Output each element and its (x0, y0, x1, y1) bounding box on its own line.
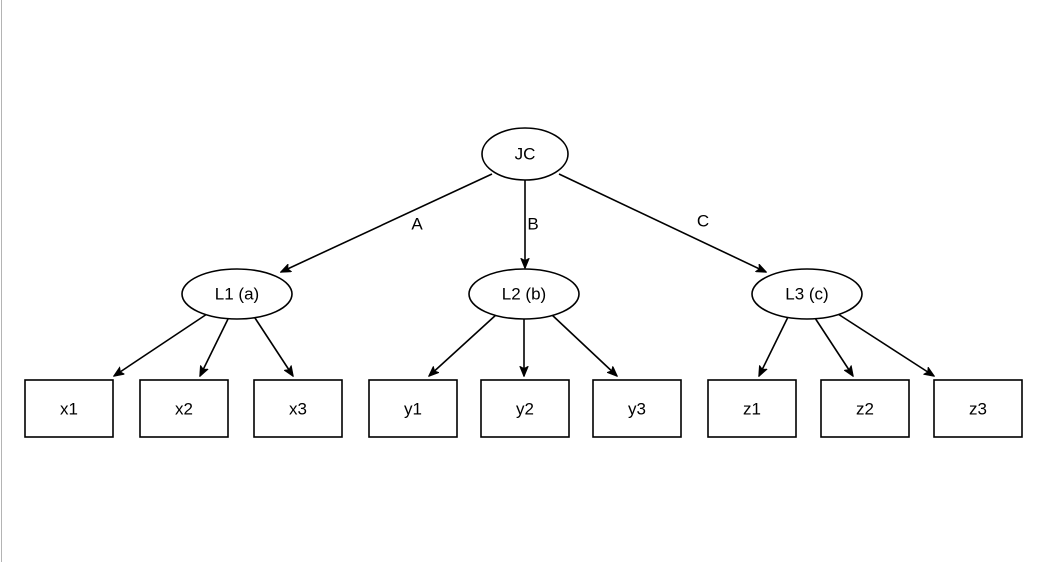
edge-label-group: A B C (411, 211, 709, 233)
edge-group-l1 (114, 313, 293, 376)
node-jc[interactable]: JC (481, 127, 569, 181)
node-x1-box[interactable] (24, 379, 114, 438)
node-x3-box[interactable] (253, 379, 343, 438)
node-jc-label: JC (515, 144, 536, 163)
node-y3-box[interactable] (592, 379, 682, 438)
node-l2[interactable]: L2 (b) (468, 268, 580, 320)
edge-label-c: C (697, 211, 709, 230)
edge-l1-to-x3 (254, 317, 293, 376)
node-z2-label: z2 (856, 399, 874, 418)
edge-group-root (281, 173, 766, 272)
node-z3[interactable]: z3 (933, 379, 1023, 438)
node-x3-label: x3 (289, 399, 307, 418)
node-l3[interactable]: L3 (c) (751, 268, 863, 320)
node-x2-box[interactable] (139, 379, 229, 438)
edge-l3-to-z1 (759, 316, 789, 376)
node-x3[interactable]: x3 (253, 379, 343, 438)
node-y1-label: y1 (404, 399, 422, 418)
node-y3[interactable]: y3 (592, 379, 682, 438)
node-y1-box[interactable] (368, 379, 458, 438)
node-y2-label: y2 (516, 399, 534, 418)
node-x1-label: x1 (60, 399, 78, 418)
node-y1[interactable]: y1 (368, 379, 458, 438)
node-z3-box[interactable] (933, 379, 1023, 438)
node-x1[interactable]: x1 (24, 379, 114, 438)
edge-group-l3 (759, 313, 934, 376)
edge-l1-to-x2 (200, 318, 229, 376)
node-z1-box[interactable] (707, 379, 797, 438)
edge-group-l2 (429, 313, 617, 376)
node-x2-label: x2 (175, 399, 193, 418)
node-y3-label: y3 (628, 399, 646, 418)
edge-jc-to-l3 (558, 173, 766, 272)
node-y2-box[interactable] (480, 379, 570, 438)
edge-l2-to-y1 (429, 313, 498, 376)
node-l2-ellipse[interactable] (468, 268, 580, 320)
edge-jc-to-l1 (281, 173, 493, 272)
edge-label-b: B (527, 214, 538, 233)
node-l3-ellipse[interactable] (751, 268, 863, 320)
edge-l2-to-y3 (550, 313, 617, 376)
edge-l3-to-z2 (814, 317, 853, 376)
node-x2[interactable]: x2 (139, 379, 229, 438)
node-jc-ellipse[interactable] (481, 127, 569, 181)
node-l1-ellipse[interactable] (181, 268, 293, 320)
node-z1-label: z1 (743, 399, 761, 418)
left-border-rule (1, 0, 2, 562)
edge-label-a: A (411, 214, 423, 233)
node-z1[interactable]: z1 (707, 379, 797, 438)
node-z2-box[interactable] (820, 379, 910, 438)
edge-l1-to-x1 (114, 313, 208, 376)
node-l2-label: L2 (b) (502, 284, 546, 303)
node-l3-label: L3 (c) (785, 284, 828, 303)
node-z3-label: z3 (969, 399, 987, 418)
edge-l3-to-z3 (837, 313, 934, 376)
node-l1-label: L1 (a) (215, 284, 259, 303)
node-y2[interactable]: y2 (480, 379, 570, 438)
node-z2[interactable]: z2 (820, 379, 910, 438)
node-l1[interactable]: L1 (a) (181, 268, 293, 320)
